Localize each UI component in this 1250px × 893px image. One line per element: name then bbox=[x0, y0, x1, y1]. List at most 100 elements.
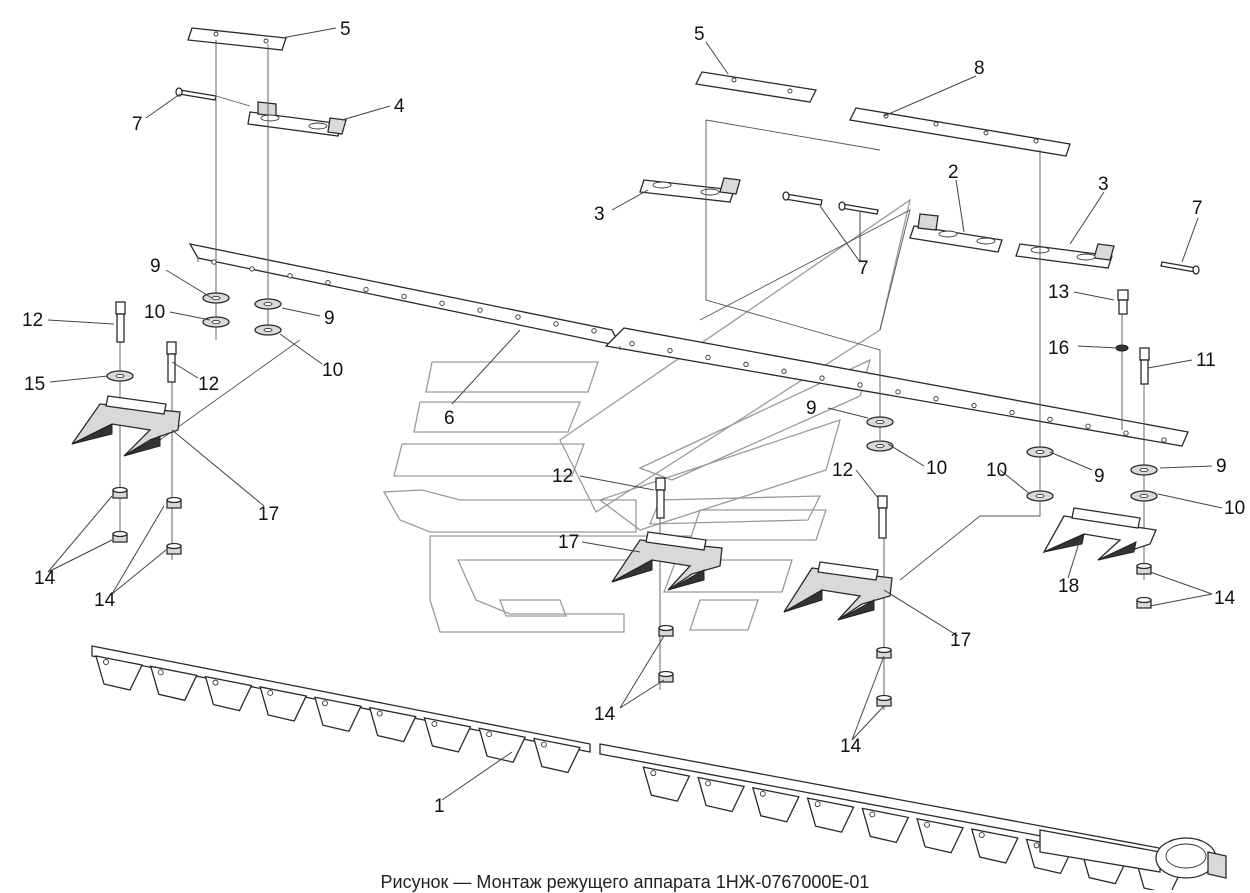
bar-hole bbox=[705, 354, 711, 361]
bar-hole bbox=[933, 396, 939, 402]
rivet bbox=[759, 790, 766, 797]
bar-hole bbox=[743, 361, 749, 367]
callout-10-c: 10 bbox=[926, 458, 947, 479]
knife-section bbox=[751, 786, 800, 823]
washer-hole bbox=[1139, 467, 1149, 473]
washer-hole bbox=[1139, 493, 1149, 499]
callout-12-d: 12 bbox=[832, 460, 853, 481]
finger-guard-part-18 bbox=[1042, 507, 1157, 561]
rivet bbox=[431, 720, 438, 727]
callout-14-b: 14 bbox=[94, 590, 116, 611]
callout-17-b: 17 bbox=[558, 532, 579, 553]
washer-hole bbox=[1035, 449, 1045, 455]
rivet bbox=[157, 669, 164, 676]
bar-hole bbox=[895, 389, 901, 395]
rivet bbox=[814, 801, 821, 808]
pin-part-7-a bbox=[175, 87, 217, 101]
hex-nut-top bbox=[166, 542, 182, 550]
guard-bar-part-6 bbox=[188, 243, 1189, 447]
bolt-part-12-left bbox=[115, 301, 126, 343]
callout-17-a: 17 bbox=[258, 504, 279, 525]
callout-10-d: 10 bbox=[986, 460, 1007, 481]
finger-guard-part-17-left bbox=[71, 395, 181, 457]
knife-section bbox=[861, 807, 910, 844]
bar-hole bbox=[591, 328, 597, 334]
rivet bbox=[924, 821, 931, 828]
bar-hole bbox=[439, 300, 445, 306]
knife-section bbox=[697, 776, 746, 813]
bar-hole bbox=[781, 368, 787, 374]
bar-hole bbox=[553, 321, 559, 327]
rivet bbox=[486, 731, 493, 738]
rivet bbox=[212, 679, 219, 686]
bar-hole bbox=[629, 341, 635, 347]
bar-hole bbox=[1123, 430, 1129, 436]
callout-14-a: 14 bbox=[34, 568, 56, 589]
callout-5-right: 5 bbox=[694, 24, 705, 45]
callout-17-c: 17 bbox=[950, 630, 971, 651]
washer-hole bbox=[115, 373, 125, 379]
plate-part-8 bbox=[849, 107, 1071, 157]
callout-7-c: 7 bbox=[1192, 198, 1203, 219]
bar-hole bbox=[667, 347, 673, 354]
callout-12-a: 12 bbox=[22, 310, 43, 331]
callout-12-b: 12 bbox=[198, 374, 219, 395]
rivet bbox=[376, 710, 383, 717]
bolt-part-12-mid bbox=[166, 341, 177, 383]
callout-7-b: 7 bbox=[858, 258, 869, 279]
callout-7-a: 7 bbox=[132, 114, 143, 135]
callout-12-c: 12 bbox=[552, 466, 573, 487]
bracket-part-4 bbox=[247, 101, 347, 137]
plate-part-5-left bbox=[187, 27, 287, 51]
bar-hole bbox=[1085, 423, 1091, 429]
hex-nut-top bbox=[876, 646, 892, 654]
knife-section bbox=[642, 766, 691, 802]
pin-part-7-b bbox=[782, 191, 823, 206]
washer-hole bbox=[1035, 493, 1045, 499]
finger-guard-part-17-right bbox=[783, 561, 893, 621]
pin-part-7-d bbox=[1160, 261, 1200, 275]
bolt-part-12-center bbox=[655, 477, 666, 519]
callout-9-a: 9 bbox=[150, 256, 161, 277]
bolt-part-11 bbox=[1139, 347, 1150, 385]
callout-16: 16 bbox=[1048, 338, 1069, 359]
rivet bbox=[267, 689, 274, 696]
bar-hole bbox=[325, 279, 331, 286]
callout-9-c: 9 bbox=[806, 398, 817, 419]
washer-hole bbox=[263, 301, 273, 307]
callout-1: 1 bbox=[434, 796, 445, 817]
callout-9-d: 9 bbox=[1094, 466, 1105, 487]
callout-4: 4 bbox=[394, 96, 405, 117]
bar-hole bbox=[249, 266, 255, 272]
callout-9-e: 9 bbox=[1216, 456, 1227, 477]
callout-11: 11 bbox=[1196, 350, 1216, 371]
callout-14-d: 14 bbox=[594, 704, 616, 725]
knife-section bbox=[916, 817, 965, 854]
callout-14-e: 14 bbox=[840, 736, 862, 757]
knife-section bbox=[806, 797, 855, 833]
bar-hole bbox=[1047, 416, 1053, 423]
callout-labels: 5 5 8 4 7 3 2 3 7 7 9 10 9 10 12 12 15 6… bbox=[22, 19, 1245, 817]
bar-hole bbox=[363, 286, 369, 293]
bar-hole bbox=[1009, 409, 1015, 416]
bar-hole bbox=[401, 293, 407, 300]
knife-part-1 bbox=[91, 645, 1227, 890]
callout-10-a: 10 bbox=[144, 302, 165, 323]
washers bbox=[106, 292, 1158, 502]
hex-nut-top bbox=[658, 624, 674, 632]
washer-hole bbox=[211, 319, 221, 325]
callout-14-c: 14 bbox=[1214, 588, 1236, 609]
callout-2: 2 bbox=[948, 162, 959, 183]
callout-13: 13 bbox=[1048, 282, 1069, 303]
nuts bbox=[112, 486, 1152, 707]
rivet bbox=[1033, 842, 1040, 849]
hex-nut-top bbox=[112, 530, 128, 538]
bar-hole bbox=[1161, 437, 1167, 443]
washer-hole bbox=[875, 443, 885, 449]
leader-lines bbox=[47, 27, 1223, 801]
rivet bbox=[705, 780, 712, 787]
bar-hole bbox=[857, 382, 863, 388]
washer-hole bbox=[211, 295, 221, 301]
bar-hole bbox=[211, 259, 217, 265]
